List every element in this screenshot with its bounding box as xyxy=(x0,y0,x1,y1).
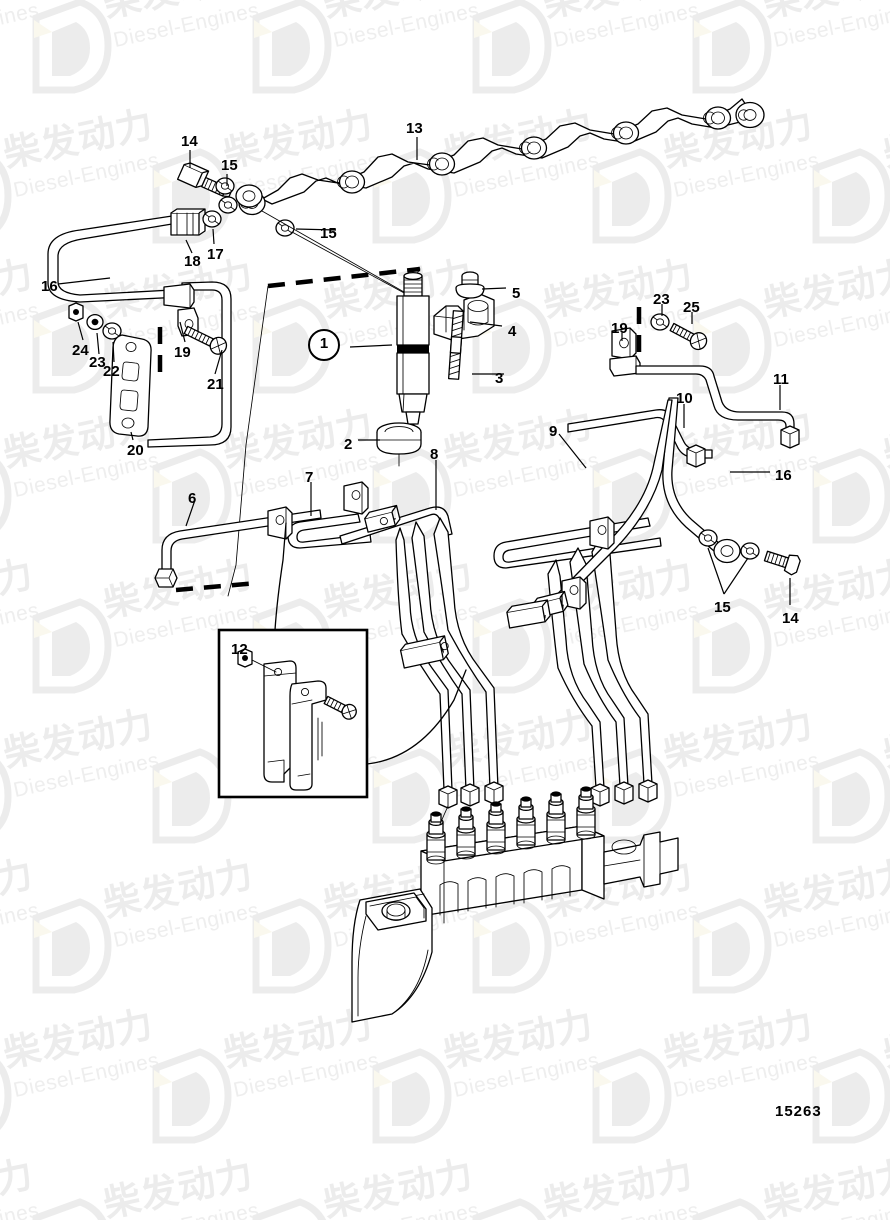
callout-c8: 8 xyxy=(430,446,439,463)
callout-c16b: 16 xyxy=(775,467,792,484)
callout-c15b: 15 xyxy=(320,225,337,242)
callout-c16a: 16 xyxy=(41,278,58,295)
callout-c9: 9 xyxy=(549,423,558,440)
callout-c19a: 19 xyxy=(174,344,191,361)
callout-c12: 12 xyxy=(231,641,248,658)
callout-c13: 13 xyxy=(406,120,423,137)
callout-circle-1: 1 xyxy=(308,329,340,361)
callout-c11: 11 xyxy=(773,371,789,388)
callout-c15c: 15 xyxy=(714,599,731,616)
part-2-nozzle-seat xyxy=(376,422,422,467)
callout-c2: 2 xyxy=(344,436,353,453)
callout-c5: 5 xyxy=(512,285,521,302)
callout-c3: 3 xyxy=(495,370,504,387)
callout-c19b: 19 xyxy=(611,320,628,337)
construction-outline xyxy=(175,210,421,597)
callout-c14a: 14 xyxy=(181,133,198,150)
pipe-bundle-right xyxy=(493,399,673,807)
part-10-pipe xyxy=(567,409,713,468)
part-1-injector xyxy=(396,271,430,438)
callout-c23a: 23 xyxy=(89,354,106,371)
part-3-stud xyxy=(447,310,465,380)
part-5-flange-nut xyxy=(455,271,485,299)
callout-c23b: 23 xyxy=(653,291,670,308)
figure-number: 15263 xyxy=(775,1103,822,1120)
callout-c24: 24 xyxy=(72,342,89,359)
callout-c15a: 15 xyxy=(221,157,238,174)
callout-c20: 20 xyxy=(127,442,144,459)
callout-c25: 25 xyxy=(683,299,700,316)
left-bracket-assembly xyxy=(68,283,228,437)
callout-c7: 7 xyxy=(305,469,314,486)
callout-c4: 4 xyxy=(508,323,517,340)
part-4-injector-clamp xyxy=(433,293,495,341)
part-13-leak-off-pipe xyxy=(238,98,765,216)
part-20-slotted-bracket xyxy=(109,334,152,437)
callout-c10: 10 xyxy=(676,390,693,407)
right-clamp-assembly xyxy=(609,307,708,377)
callout-c14b: 14 xyxy=(782,610,799,627)
callout-c18: 18 xyxy=(184,253,201,270)
callout-c6: 6 xyxy=(188,490,197,507)
callout-c17: 17 xyxy=(207,246,224,263)
callout-c21: 21 xyxy=(207,376,224,393)
injection-pump xyxy=(351,786,679,1023)
